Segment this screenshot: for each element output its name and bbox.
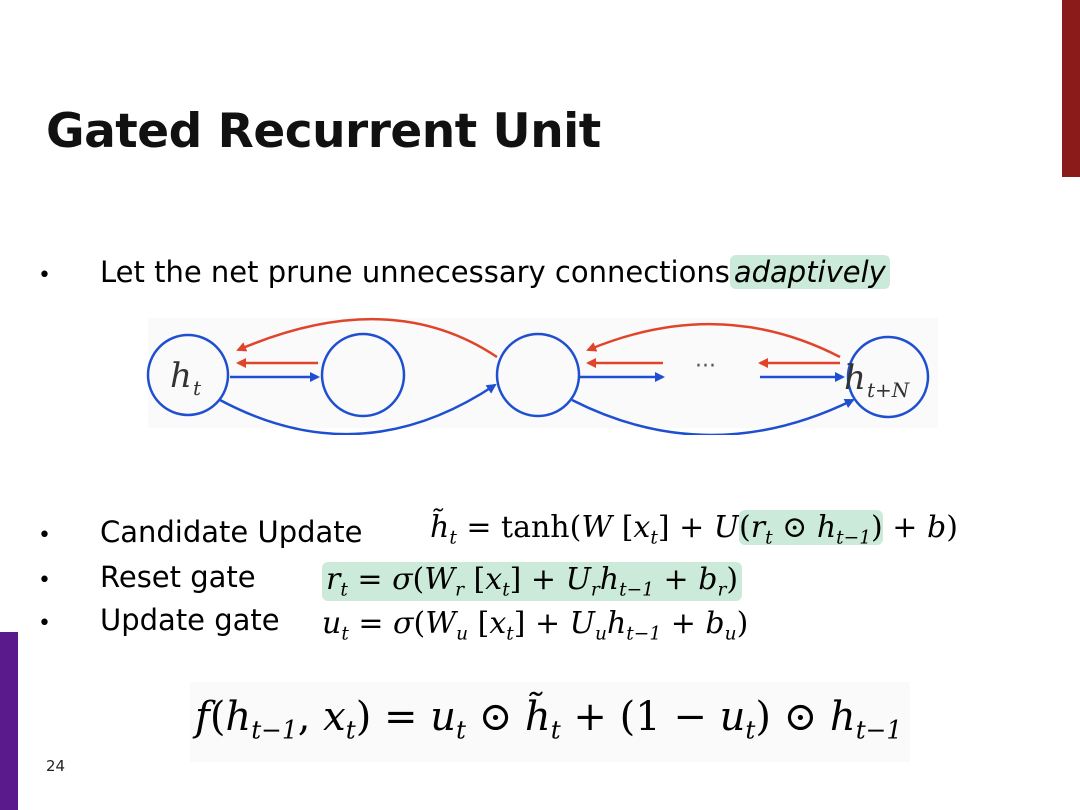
node-h-t-plus-n: [846, 335, 930, 419]
bullet-marker: •: [38, 611, 51, 636]
end-node-sub: t+N: [867, 378, 911, 402]
reset-gate-equation: rt = σ(Wr [xt] + Urht−1 + br): [322, 562, 743, 601]
ellipsis: ···: [695, 354, 716, 379]
bullet-prune: • Let the net prune unnecessary connecti…: [38, 255, 890, 289]
slide-title: Gated Recurrent Unit: [46, 104, 601, 159]
update-label: Update gate: [100, 603, 280, 637]
reset-product-highlight: (rt ⊙ ht−1): [739, 510, 883, 549]
final-equation-background: [190, 682, 910, 762]
diagram-background: [148, 318, 938, 428]
update-gate-equation: ut = σ(Wu [xt] + Uuht−1 + bu): [322, 606, 749, 645]
final-equation: f(ht−1, xt) = ut ⊙ h̃t + (1 − ut) ⊙ ht−1: [195, 694, 903, 745]
page-number: 24: [46, 757, 66, 775]
node-2: [320, 332, 406, 418]
red-skip-arrow-2: [586, 322, 841, 359]
bullet-marker: •: [38, 263, 51, 288]
start-node-sub: t: [193, 376, 202, 400]
gru-connection-diagram: h t h t+N ···: [146, 317, 930, 435]
bullet-reset: • Reset gate: [38, 560, 256, 594]
candidate-label: Candidate Update: [100, 515, 363, 549]
bullet-candidate: • Candidate Update: [38, 515, 363, 549]
start-node-label: h: [170, 356, 192, 396]
accent-bar-right: [1062, 0, 1080, 177]
candidate-equation: h̃t = tanh(W [xt] + U(rt ⊙ ht−1) + b): [430, 510, 958, 549]
end-node-label: h: [844, 358, 866, 398]
bullet-marker: •: [38, 568, 51, 593]
bullet-prune-text: Let the net prune unnecessary connection…: [100, 255, 730, 289]
accent-bar-left: [0, 632, 18, 810]
blue-skip-arrow-2: [571, 398, 855, 435]
adaptively-highlight: adaptively: [729, 255, 890, 289]
bullet-marker: •: [38, 523, 51, 548]
red-skip-arrow-1: [236, 317, 498, 359]
node-h-t: [146, 333, 230, 417]
node-3: [495, 332, 581, 418]
bullet-update: • Update gate: [38, 603, 280, 637]
blue-skip-arrow-1: [219, 383, 497, 435]
reset-label: Reset gate: [100, 560, 256, 594]
